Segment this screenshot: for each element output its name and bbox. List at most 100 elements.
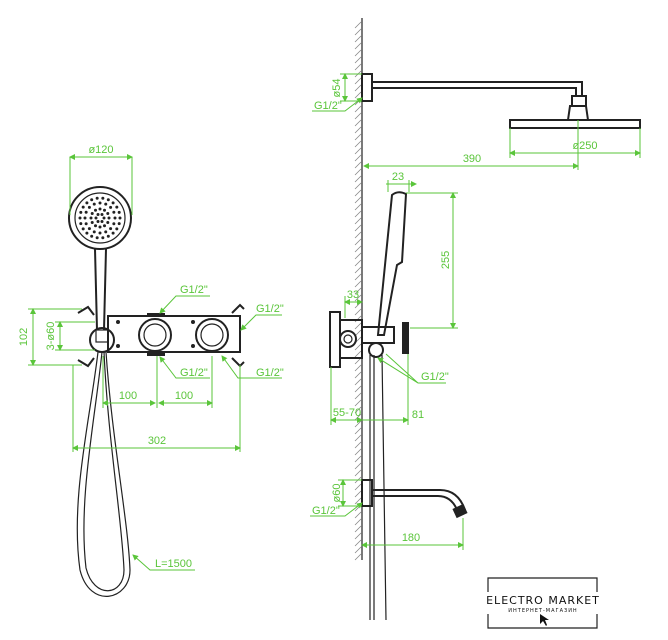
nozzle-dot bbox=[94, 224, 97, 228]
wall-hatch-line bbox=[354, 350, 362, 358]
dim-install-depth: 55-70 bbox=[333, 407, 361, 419]
wall-hatch-line bbox=[354, 189, 362, 197]
wall-hatch-line bbox=[354, 182, 362, 190]
nozzle-dot bbox=[89, 216, 93, 220]
dim-thread-top: G1/2" bbox=[180, 284, 208, 296]
wall-hatch-line bbox=[354, 238, 362, 246]
dim-projection: 81 bbox=[412, 409, 424, 421]
dim-head-diameter: ø250 bbox=[572, 140, 597, 152]
nozzle-dot bbox=[106, 198, 110, 202]
wall-hatch-line bbox=[354, 245, 362, 253]
nozzle-dot bbox=[90, 234, 94, 238]
mixer-body-front bbox=[77, 303, 245, 368]
wall-hatch-line bbox=[354, 266, 362, 274]
nozzle-dot bbox=[117, 222, 121, 226]
nozzle-dot bbox=[94, 216, 98, 220]
dim-overall-width: 302 bbox=[148, 435, 166, 447]
nozzle-dot bbox=[98, 225, 102, 229]
wall-hatch-line bbox=[354, 84, 362, 92]
wall-hatch-line bbox=[354, 448, 362, 456]
spout-side bbox=[361, 479, 468, 519]
nozzle-dot bbox=[101, 196, 105, 200]
nozzle-dot bbox=[106, 221, 110, 224]
wall-hatch-line bbox=[354, 49, 362, 57]
dim-hose-length: L=1500 bbox=[155, 558, 192, 570]
nozzle-dot bbox=[112, 210, 116, 214]
wall-hatch-line bbox=[354, 525, 362, 533]
nozzle-dot bbox=[103, 224, 106, 228]
dim-arm-length: 390 bbox=[463, 153, 481, 165]
wall-hatch-line bbox=[354, 63, 362, 71]
wall-hatch-line bbox=[354, 42, 362, 50]
left-dimensions: ø120 102 3-ø60 100 100 302 G1/2" G1/2" G… bbox=[18, 144, 284, 571]
wall-hatch-line bbox=[354, 420, 362, 428]
dim-outlet-diameters: 3-ø60 bbox=[45, 322, 57, 351]
wall-hatch-line bbox=[354, 35, 362, 43]
logo-name: ELECTRO MARKET bbox=[486, 594, 600, 607]
wall-hatch-line bbox=[354, 427, 362, 435]
wall-hatch-line bbox=[354, 364, 362, 372]
wall-hatch-line bbox=[354, 518, 362, 526]
wall-hatch-line bbox=[354, 539, 362, 547]
nozzle-dot bbox=[112, 222, 116, 226]
nozzle-dot bbox=[111, 231, 115, 235]
nozzle-dot bbox=[90, 198, 94, 202]
wall-hatch-line bbox=[354, 259, 362, 267]
nozzle-dot bbox=[78, 216, 82, 220]
nozzle-dot bbox=[98, 231, 102, 235]
nozzle-dot bbox=[109, 227, 113, 231]
dim-handset-width: 23 bbox=[392, 171, 404, 183]
nozzle-dot bbox=[79, 222, 83, 226]
wall-hatch-line bbox=[354, 406, 362, 414]
wall-hatch-line bbox=[354, 203, 362, 211]
wall-hatch-line bbox=[354, 175, 362, 183]
nozzle-dot bbox=[84, 222, 88, 226]
nozzle-dot bbox=[98, 201, 102, 205]
nozzle-dot bbox=[115, 227, 119, 231]
wall-hatch-line bbox=[354, 483, 362, 491]
nozzle-dot bbox=[118, 216, 122, 220]
dim-mount-height: 102 bbox=[18, 328, 30, 346]
nozzle-dot bbox=[117, 210, 121, 214]
shower-arm-side bbox=[361, 73, 641, 129]
wall-hatch-line bbox=[354, 126, 362, 134]
nozzle-dot bbox=[84, 210, 88, 214]
nozzle-dot bbox=[107, 216, 111, 220]
wall-hatch-line bbox=[354, 210, 362, 218]
wall-hatch-line bbox=[354, 119, 362, 127]
dim-handset-height: 255 bbox=[440, 251, 452, 269]
wall-hatch-line bbox=[354, 21, 362, 29]
wall-hatch-line bbox=[354, 56, 362, 64]
wall-hatch-line bbox=[354, 154, 362, 162]
nozzle-dot bbox=[83, 216, 87, 220]
wall-hatch-line bbox=[354, 546, 362, 554]
wall-hatch-line bbox=[354, 469, 362, 477]
wall-hatch-line bbox=[354, 217, 362, 225]
wall-hatch-line bbox=[354, 441, 362, 449]
wall-hatch-line bbox=[354, 462, 362, 470]
nozzle-dot bbox=[104, 230, 108, 234]
wall-hatch-line bbox=[354, 77, 362, 85]
wall-hatch-line bbox=[354, 28, 362, 36]
nozzle-dot bbox=[87, 205, 91, 209]
nozzle-dot bbox=[92, 230, 96, 234]
wall-hatch-line bbox=[354, 252, 362, 260]
wall-hatch-line bbox=[354, 161, 362, 169]
wall-hatch-line bbox=[354, 147, 362, 155]
nozzle-dot bbox=[94, 208, 97, 212]
wall-hatch-line bbox=[354, 532, 362, 540]
dim-spout-flange-diameter: ø60 bbox=[331, 484, 343, 503]
wall-hatch-line bbox=[354, 371, 362, 379]
wall-hatch-line bbox=[354, 378, 362, 386]
nozzle-dot bbox=[85, 201, 89, 205]
wall-hatch-line bbox=[354, 91, 362, 99]
wall-hatch-line bbox=[354, 455, 362, 463]
right-dimensions: ø54 G1/2" ø250 390 23 255 33 55-70 81 G1… bbox=[310, 73, 641, 550]
nozzle-dot bbox=[95, 236, 99, 240]
wall-hatch-line bbox=[354, 133, 362, 141]
dim-spout-thread: G1/2" bbox=[312, 505, 340, 517]
wall-hatch-line bbox=[354, 343, 362, 351]
wall-hatch-line bbox=[354, 196, 362, 204]
